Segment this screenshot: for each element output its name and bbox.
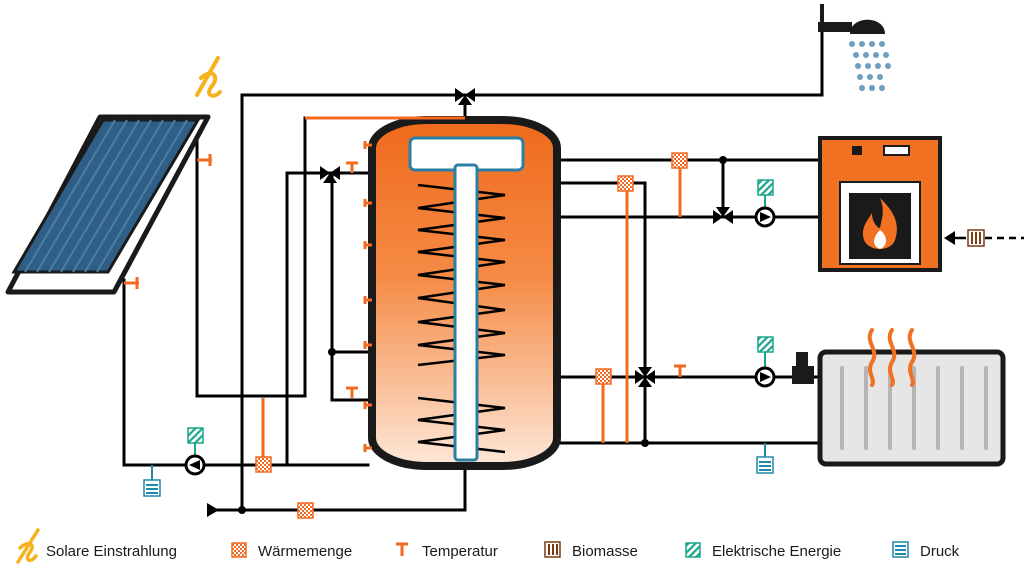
temperature-icon <box>396 542 408 556</box>
legend-label: Wärmemenge <box>258 543 352 560</box>
valve-radiator <box>635 367 655 387</box>
heat-meter <box>595 368 612 385</box>
tank-temperature-sensors <box>363 141 372 452</box>
pressure-sensors <box>143 443 774 497</box>
valve-top <box>455 88 475 105</box>
shower-icon <box>818 4 891 91</box>
heat-meter <box>671 152 688 169</box>
legend-item-temperature: Temperatur <box>396 542 498 560</box>
heat-meter <box>297 502 314 519</box>
legend-label: Biomasse <box>572 543 638 560</box>
solar-pump-icon <box>184 454 206 476</box>
legend-label: Solare Einstrahlung <box>46 543 177 560</box>
cold-inlet-arrow <box>207 503 219 517</box>
solar-supply-pipe <box>195 116 307 398</box>
heat-meter-lines <box>261 116 682 462</box>
biomass-boiler-icon <box>818 136 942 272</box>
pressure-gauge <box>143 479 161 497</box>
biomass-icon <box>544 541 561 558</box>
boiler-upper-line <box>555 181 647 445</box>
mixing-branch-pipe <box>330 171 374 402</box>
heat-meters <box>255 152 688 519</box>
legend-item-pressure: Druck <box>892 541 960 560</box>
thermostat-valve <box>792 366 814 384</box>
temperature-sensors <box>124 154 686 398</box>
electric-icon <box>685 542 701 558</box>
heat-meter <box>255 456 272 473</box>
heat-meter-icon <box>231 542 247 558</box>
solar-collector-icon <box>5 114 211 295</box>
legend: Solare Einstrahlung Wärmemenge Temperatu… <box>16 528 960 564</box>
cold-water-inlet <box>208 458 467 512</box>
legend-label: Elektrische Energie <box>712 543 841 560</box>
fire-icon <box>862 198 897 249</box>
temperature-sensor <box>124 277 139 289</box>
legend-item-biomass: Biomasse <box>544 541 638 560</box>
legend-label: Temperatur <box>422 543 498 560</box>
temperature-sensor <box>346 386 358 398</box>
pressure-icon <box>892 541 909 558</box>
legend-item-heat: Wärmemenge <box>231 542 352 560</box>
valve-boiler <box>713 207 733 224</box>
electric-meter <box>187 427 204 444</box>
radiator-icon <box>792 349 1006 467</box>
biomass-input <box>944 229 1024 247</box>
heat-meter <box>617 175 634 192</box>
electric-sensors <box>187 179 774 444</box>
temperature-sensor <box>197 154 212 166</box>
radiator-pump-icon <box>754 366 776 388</box>
solar-irradiance-icon <box>16 528 40 564</box>
electric-meter <box>757 179 774 196</box>
buffer-tank-icon <box>368 116 561 470</box>
legend-label: Druck <box>920 543 960 560</box>
boiler-pump-icon <box>754 206 776 228</box>
legend-item-electric: Elektrische Energie <box>685 542 841 560</box>
pumps <box>184 206 776 476</box>
legend-item-solar: Solare Einstrahlung <box>16 528 177 564</box>
mixing-loop-pipe <box>285 171 374 467</box>
heat-waves-icon <box>867 328 917 387</box>
pipe-junctions <box>238 156 727 514</box>
valve-mixing <box>320 166 340 183</box>
pressure-gauge <box>756 456 774 474</box>
temperature-sensor <box>674 364 686 377</box>
temperature-sensor <box>346 161 358 173</box>
pipes <box>122 28 842 512</box>
three-way-valves <box>320 88 733 387</box>
electric-meter <box>757 336 774 353</box>
solar-irradiance-icon <box>195 56 222 98</box>
